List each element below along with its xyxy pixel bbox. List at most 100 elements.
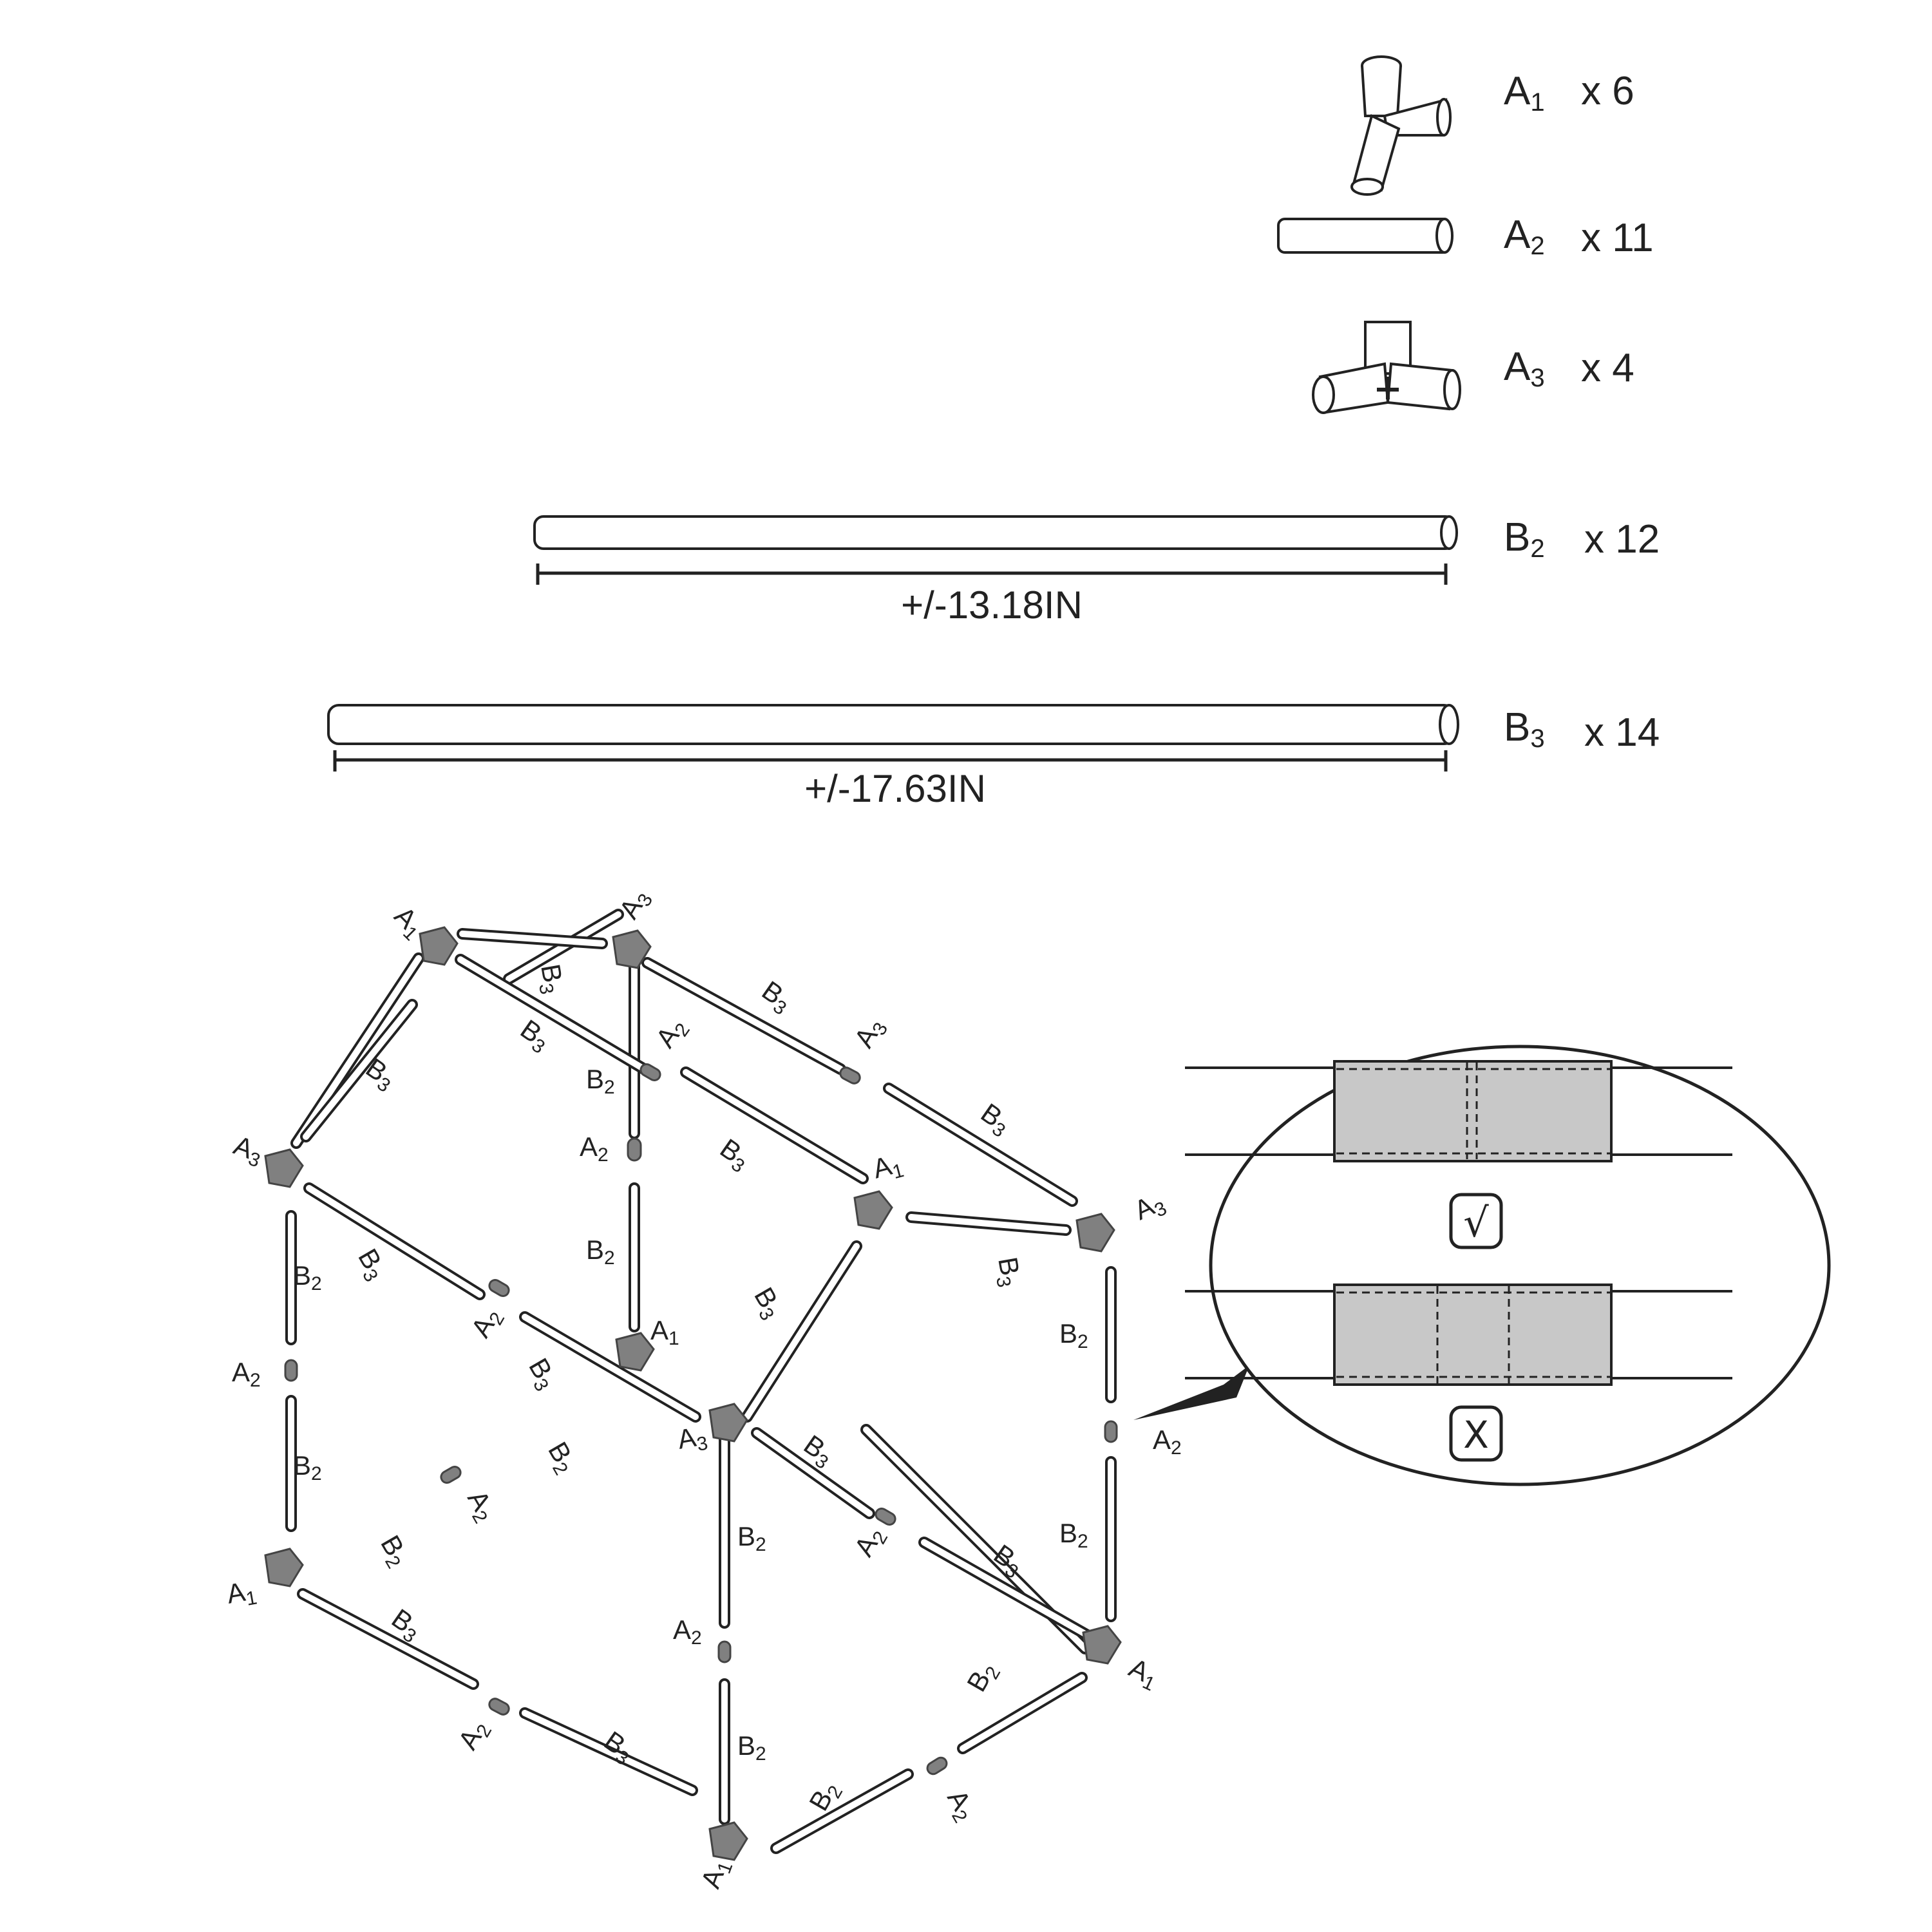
corner-connector [264, 1148, 304, 1188]
frame-label-a1: A1 [1123, 1653, 1164, 1696]
frame-label-b2: B2 [293, 1450, 322, 1484]
frame-label-b2: B2 [293, 1260, 322, 1294]
frame-label-b2: B2 [1059, 1318, 1088, 1352]
frame-rod [293, 955, 422, 1146]
corner-connector [419, 926, 459, 966]
frame-connectors [264, 926, 1122, 1861]
a2-coupler [875, 1508, 896, 1526]
correct-check-icon [1449, 1193, 1503, 1249]
frame-label-b2: B2 [586, 1235, 615, 1269]
frame-rod [506, 911, 621, 982]
frame-rod [522, 1314, 699, 1420]
part-b3-icon [327, 704, 1459, 745]
frame-label-b3: B3 [796, 1429, 839, 1473]
part-b2-qty: x 12 [1584, 517, 1660, 562]
frame-label-a1: A1 [650, 1315, 679, 1349]
frame-rod [908, 1214, 1069, 1233]
wrong-cross-icon [1449, 1405, 1503, 1462]
frame-label-b3: B3 [745, 1282, 789, 1324]
wrong-mark: X [1463, 1413, 1489, 1457]
b2-length: +/-13.18IN [901, 583, 1083, 627]
frame-label-a2: A2 [580, 1132, 609, 1166]
frame-rods [285, 909, 1117, 1854]
frame-label-a1: A1 [869, 1148, 906, 1188]
frame-label-b3: B3 [349, 1244, 393, 1285]
a2-coupler [839, 1066, 861, 1084]
frame-label-b2: B2 [737, 1521, 766, 1555]
part-a3-qty: x 4 [1581, 346, 1634, 390]
corner-connector [708, 1403, 748, 1443]
b2-dimension-line [536, 564, 1448, 585]
part-a2-qty: x 11 [1581, 216, 1654, 260]
part-a2-icon [1277, 218, 1454, 254]
frame-label-b2: B2 [1059, 1518, 1088, 1552]
corner-connector [1075, 1213, 1115, 1253]
part-b3-qty: x 14 [1584, 710, 1660, 755]
frame-label-a2: A2 [452, 1714, 496, 1756]
frame-label-b3: B3 [712, 1133, 755, 1177]
frame-label-b3: B3 [513, 1014, 556, 1058]
frame-label-b3: B3 [531, 961, 570, 996]
frame-rod [921, 1539, 1092, 1639]
corner-connector [264, 1548, 304, 1587]
frame-label-a2: A2 [232, 1357, 261, 1391]
corner-connector [853, 1190, 893, 1230]
a2-coupler [717, 1640, 732, 1663]
frame-label-b2: B2 [372, 1530, 415, 1572]
frame-rod [683, 1069, 866, 1182]
callout-pointer [1133, 1365, 1249, 1420]
frame-rod [306, 1185, 483, 1298]
frame-label-b3: B3 [989, 1255, 1027, 1289]
frame-label-b2: B2 [961, 1656, 1005, 1698]
frame-label-a1: A1 [224, 1575, 258, 1613]
frame-label-a2: A2 [650, 1012, 694, 1056]
frame-label-b3: B3 [520, 1353, 564, 1395]
a2-coupler [284, 1359, 298, 1382]
frame-label-a1: A1 [695, 1855, 737, 1893]
frame-rod [744, 1243, 860, 1420]
frame-label-a3: A3 [229, 1130, 267, 1171]
frame-label-a2: A2 [673, 1615, 702, 1649]
frame-rod [960, 1674, 1085, 1752]
part-a1-label: A1 [1504, 69, 1545, 117]
frame-label-a2: A2 [459, 1485, 502, 1527]
frame-rod [457, 956, 647, 1072]
frame-rod [459, 931, 605, 947]
frame-label-a2: A2 [1153, 1425, 1182, 1459]
frame-label-a2: A2 [938, 1785, 982, 1826]
part-a3-icon [1312, 321, 1461, 414]
part-b3-label: B3 [1504, 705, 1545, 753]
corner-connector [1082, 1625, 1122, 1665]
frame-label-a3: A3 [1130, 1186, 1170, 1229]
frame-label-b3: B3 [973, 1097, 1016, 1142]
part-a1-icon [1350, 55, 1452, 196]
a2-coupler [440, 1466, 462, 1484]
a2-coupler [488, 1698, 510, 1716]
part-a2-label: A2 [1504, 213, 1545, 260]
a2-coupler [627, 1137, 642, 1162]
a2-coupler [639, 1063, 661, 1081]
part-b2-icon [533, 515, 1458, 550]
frame-rod [303, 1001, 415, 1140]
frame-label-a3: A3 [848, 1012, 892, 1054]
a2-coupler [488, 1279, 510, 1297]
b3-dimension-line [333, 750, 1448, 772]
corner-connector [615, 1332, 655, 1372]
frame-label-b2: B2 [737, 1730, 766, 1765]
part-b2-label: B2 [1504, 515, 1545, 563]
frame-rod [299, 1591, 477, 1687]
corner-connector [708, 1821, 748, 1861]
frame-label-b2: B2 [586, 1064, 615, 1098]
frame-label-a2: A2 [848, 1521, 892, 1563]
frame-rod [886, 1085, 1075, 1204]
connection-detail-callout: √ X [1185, 1045, 1831, 1486]
correct-mark: √ [1463, 1199, 1489, 1246]
frame-rod [773, 1771, 911, 1852]
a2-coupler [1104, 1420, 1118, 1443]
frame-rod [522, 1710, 696, 1794]
corner-connector [612, 929, 652, 969]
b3-length: +/-17.63IN [804, 767, 986, 810]
frame-label-a3: A3 [675, 1420, 709, 1459]
frame-rod [753, 1430, 873, 1517]
